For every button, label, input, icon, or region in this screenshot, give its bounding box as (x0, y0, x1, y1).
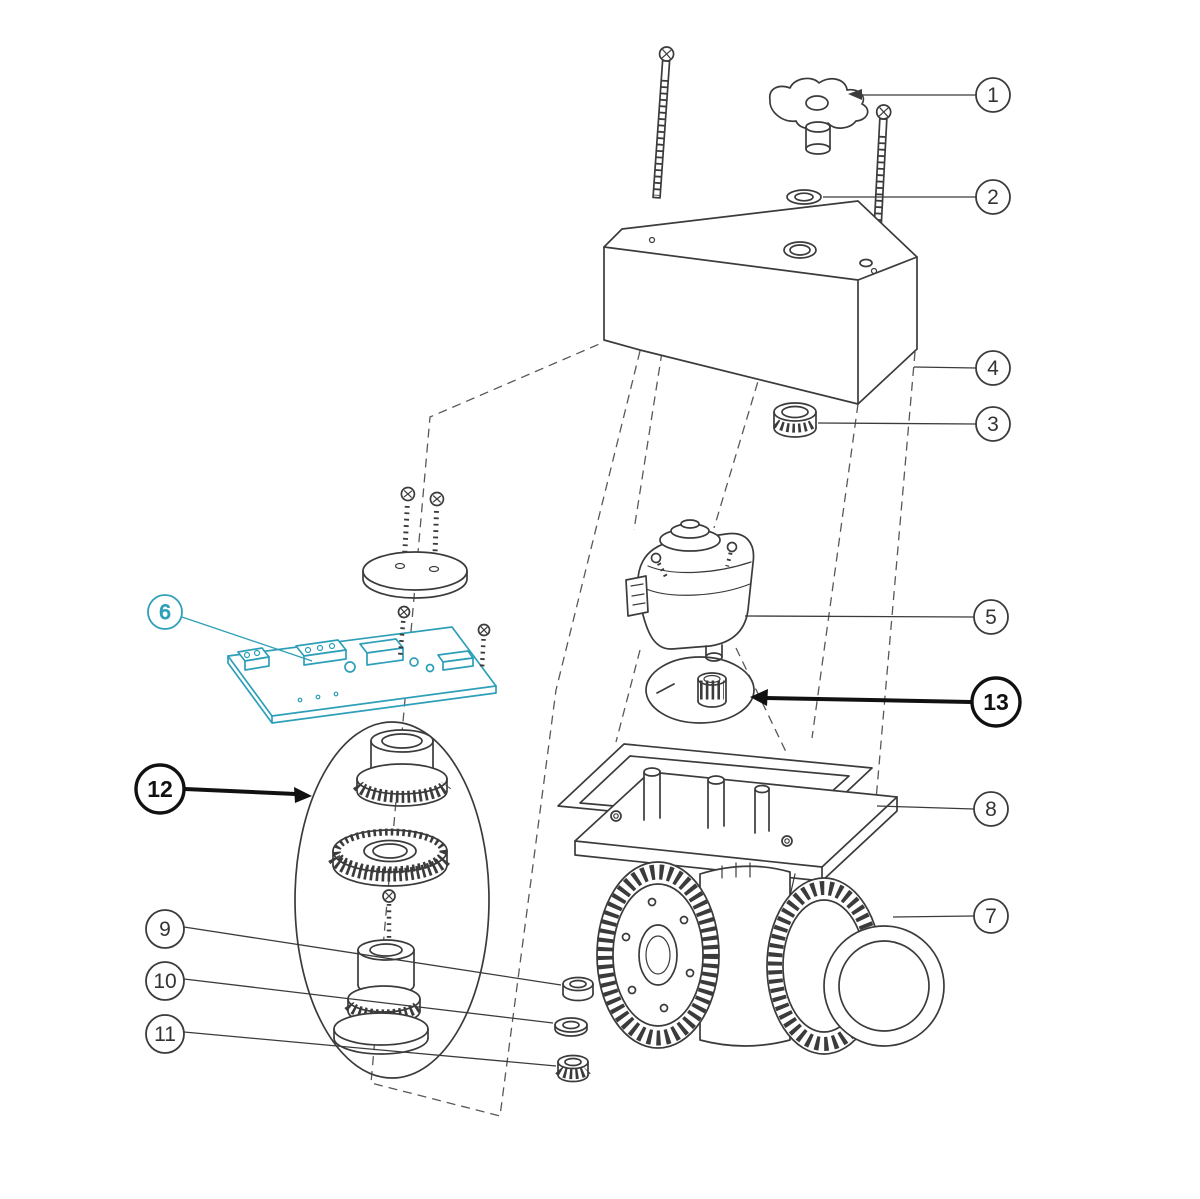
leader-line-4 (913, 366, 977, 369)
leader-line-12 (184, 787, 297, 796)
callout-9: 9 (145, 909, 185, 949)
svg-text:12: 12 (147, 776, 173, 802)
svg-text:13: 13 (983, 689, 1009, 715)
part-circuit-board (227, 626, 497, 724)
callout-5: 5 (973, 599, 1009, 635)
callout-3: 3 (975, 406, 1011, 442)
leader-line-11 (183, 1031, 557, 1067)
part-mounting-plate (574, 767, 898, 882)
part-mounting-disc (362, 486, 468, 599)
leader-line-7 (892, 915, 975, 918)
leader-arrowhead-13 (750, 689, 768, 706)
svg-text:8: 8 (985, 798, 997, 821)
part-stem-washer (786, 189, 822, 205)
leader-lines (181, 89, 977, 1067)
callout-13: 13 (970, 676, 1022, 728)
disc-screw-left (400, 486, 416, 567)
leader-line-3 (817, 422, 977, 425)
part-motor-gearbox (625, 519, 755, 662)
svg-text:7: 7 (985, 905, 997, 928)
callout-4: 4 (975, 350, 1011, 386)
leader-line-13 (765, 696, 972, 704)
leader-line-8 (876, 805, 975, 810)
disc-screw-right (429, 491, 445, 568)
part-valve-body (596, 861, 945, 1055)
leader-arrowhead-12 (294, 787, 312, 803)
leader-line-6 (181, 616, 313, 662)
part-actuator-cover (603, 200, 918, 405)
part-gland-nut (555, 1054, 591, 1083)
svg-text:11: 11 (154, 1023, 176, 1046)
callout-10: 10 (145, 961, 185, 1001)
svg-text:3: 3 (987, 413, 999, 436)
cover-screw-left (652, 46, 675, 199)
leader-line-5 (744, 615, 975, 618)
svg-text:1: 1 (987, 84, 999, 107)
part-conduit-bushing (772, 402, 818, 438)
svg-text:10: 10 (153, 970, 176, 993)
callout-12: 12 (134, 763, 186, 815)
svg-text:4: 4 (987, 357, 999, 380)
svg-text:9: 9 (159, 918, 171, 941)
callout-2: 2 (975, 179, 1011, 215)
callout-6: 6 (147, 594, 183, 630)
pcb-screw-right (477, 623, 491, 669)
callout-11: 11 (145, 1014, 185, 1054)
part-hand-knob (768, 77, 869, 155)
part-spacer (562, 976, 594, 1002)
leader-line-9 (183, 926, 562, 986)
callout-7: 7 (973, 898, 1009, 934)
svg-text:5: 5 (985, 606, 997, 629)
svg-text:2: 2 (987, 186, 999, 209)
projection-lines (370, 341, 916, 1117)
svg-text:6: 6 (159, 601, 171, 624)
part-washer-small (554, 1017, 588, 1037)
leader-line-10 (183, 978, 554, 1024)
leader-arrowhead-1 (848, 89, 862, 100)
part-shaft-coupling-detail (645, 656, 755, 724)
pcb-screw-left (397, 605, 411, 657)
part-gear-stack-detail (294, 721, 490, 1079)
callout-1: 1 (975, 77, 1011, 113)
callout-8: 8 (973, 791, 1009, 827)
